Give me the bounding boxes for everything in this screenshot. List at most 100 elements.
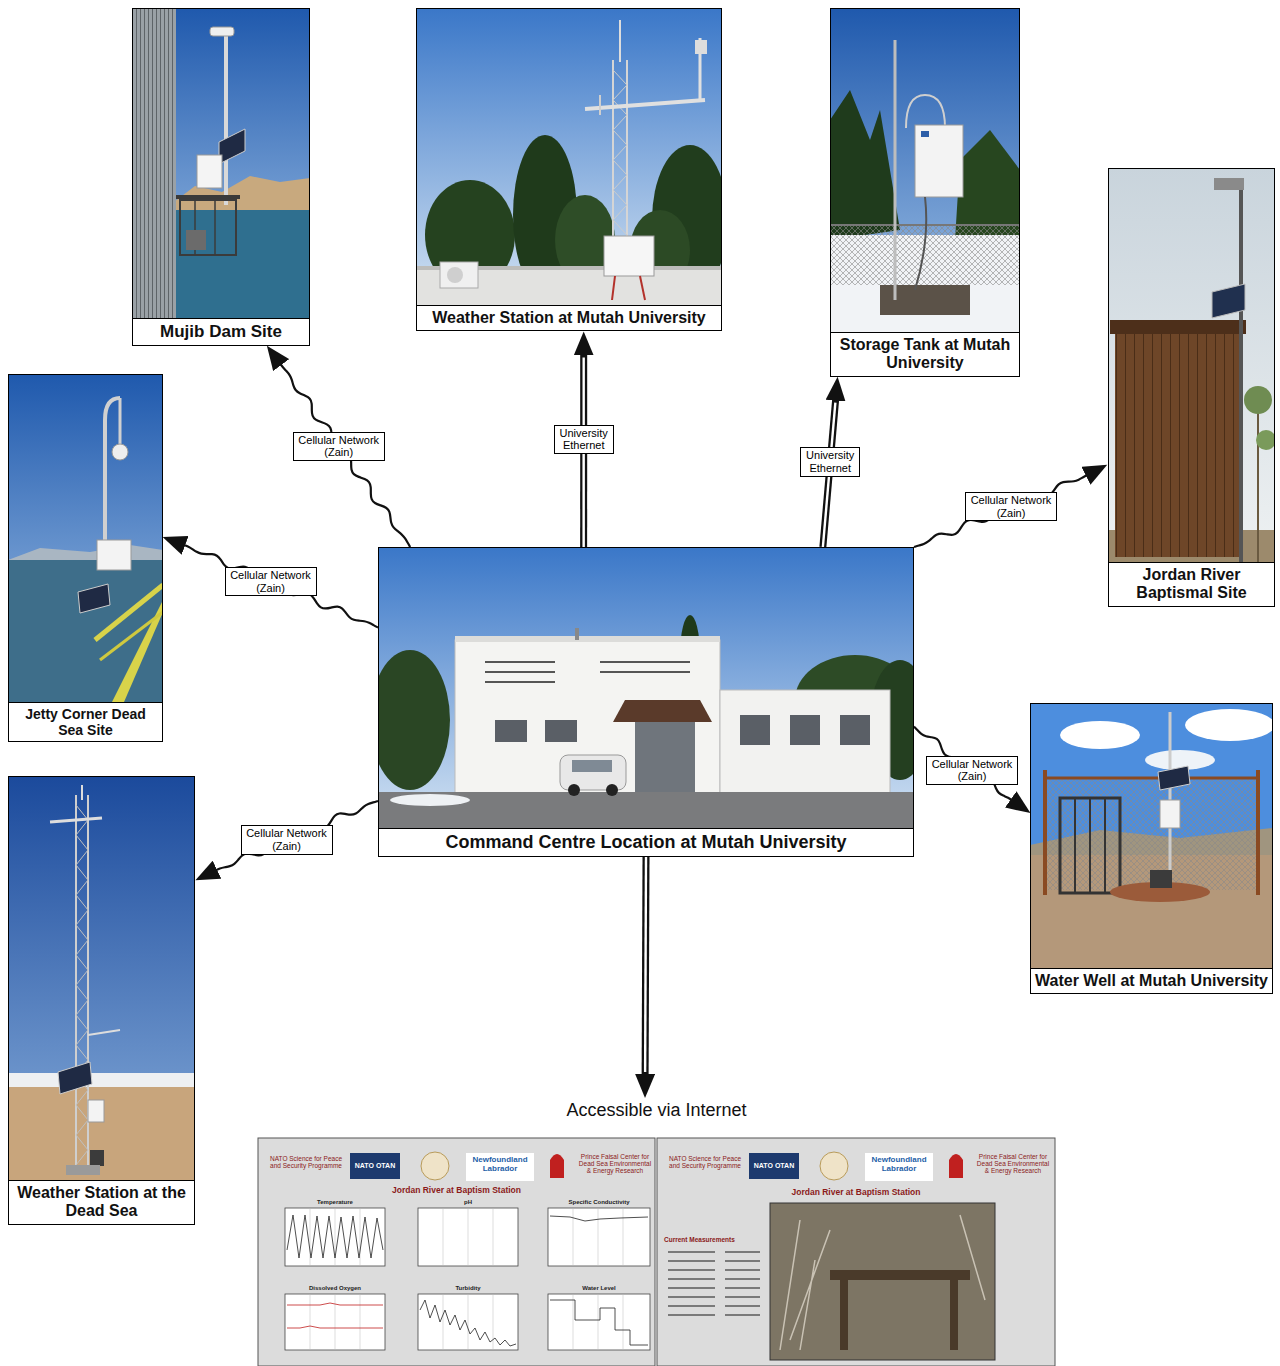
web-page-screenshot [548, 1208, 650, 1266]
command-centre-photo [575, 628, 579, 640]
photo-caption: Weather Station at the Dead Sea [9, 1180, 194, 1224]
chart-title: pH [418, 1199, 518, 1206]
page-title: Jordan River at Baptism Station [657, 1188, 1055, 1197]
weather-station-photo [619, 20, 621, 62]
web-page-screenshot [550, 1154, 564, 1178]
web-page-screenshot [949, 1154, 963, 1178]
connector-label: University Ethernet [554, 425, 614, 454]
jetty-photo [8, 374, 163, 702]
logo-text: NATO OTAN [350, 1162, 400, 1170]
connector-line [642, 857, 650, 1076]
dam-photo [224, 30, 228, 205]
photo-area [133, 9, 309, 318]
command-centre-photo [560, 755, 626, 790]
connector-line [280, 363, 410, 547]
command-centre-photo [600, 671, 690, 673]
section-title: Current Measurements [664, 1236, 764, 1243]
web-page-screenshot [287, 1303, 383, 1305]
jetty-photo [112, 600, 163, 702]
logo-text: Newfoundland Labrador [466, 1156, 534, 1174]
jetty-photo [78, 584, 110, 613]
command-centre-photo [495, 720, 527, 742]
panel-heading: Accessible via Internet [258, 1098, 1055, 1138]
jetty-photo [119, 398, 122, 445]
site-photo-box: Storage Tank at Mutah University [830, 8, 1020, 377]
connector-label: University Ethernet [800, 447, 860, 476]
water-well-photo [1104, 798, 1106, 893]
command-centre-photo [606, 784, 618, 796]
baptismal-site-photo [1257, 400, 1259, 562]
chart-title: Temperature [285, 1199, 385, 1206]
photo-area [258, 1138, 1055, 1366]
cellular-link [280, 363, 410, 547]
site-photo-box: Mujib Dam Site [132, 8, 310, 346]
dam-photo [132, 8, 310, 318]
chart-title: Water Level [548, 1285, 650, 1292]
dead-sea-weather-photo [8, 776, 195, 1180]
dam-photo [132, 8, 176, 318]
photo-area [831, 9, 1019, 332]
baptismal-site-photo [1239, 178, 1243, 562]
command-centre-photo [378, 792, 914, 828]
storage-tank-photo [915, 197, 926, 290]
connector-label: Cellular Network (Zain) [225, 567, 317, 596]
web-page-screenshot [421, 1152, 449, 1180]
connector-line [215, 801, 378, 871]
logo-caption: Prince Faisal Center for Dead Sea Enviro… [576, 1153, 654, 1174]
jetty-photo [95, 585, 163, 640]
water-well-photo [1030, 703, 1273, 968]
water-well-photo [1158, 766, 1190, 790]
storage-tank-photo [830, 224, 1020, 226]
cellular-link [215, 801, 378, 871]
internet-access-panel: Accessible via Internet [258, 1098, 1055, 1366]
command-centre-photo [455, 636, 720, 642]
cellular-link [183, 545, 378, 628]
jetty-photo [112, 444, 128, 460]
storage-tank-photo [906, 95, 945, 128]
command-centre-photo [378, 547, 914, 828]
jetty-photo [8, 560, 163, 702]
dam-photo [186, 230, 206, 250]
dead-sea-weather-photo [81, 785, 83, 800]
command-centre-photo [485, 661, 555, 663]
logo-text: NATO OTAN [749, 1162, 799, 1170]
web-page-screenshot [657, 1138, 1055, 1366]
photo-area [9, 375, 162, 702]
dam-photo [219, 129, 245, 164]
page-title: Jordan River at Baptism Station [258, 1186, 655, 1195]
storage-tank-photo [830, 90, 900, 240]
dam-photo [132, 8, 310, 318]
connector-label: Cellular Network (Zain) [965, 492, 1057, 521]
site-photo-box: Jetty Corner Dead Sea Site [8, 374, 163, 742]
water-well-photo [1160, 800, 1180, 828]
web-page-screenshot [820, 1152, 848, 1180]
logo-caption: Prince Faisal Center for Dead Sea Enviro… [974, 1153, 1052, 1174]
dam-photo [170, 176, 310, 214]
cellular-link [914, 475, 1088, 547]
command-centre-photo [635, 722, 695, 792]
baptismal-site-photo [1115, 332, 1240, 557]
command-centre-photo [600, 661, 690, 663]
baptismal-site-photo [1244, 386, 1272, 414]
baptismal-site-photo [1256, 430, 1275, 450]
logo-text: Newfoundland Labrador [865, 1156, 933, 1174]
dead-sea-weather-photo [90, 1150, 104, 1166]
photo-area [9, 777, 194, 1180]
dead-sea-weather-photo [58, 1062, 92, 1094]
command-centre-photo [720, 690, 890, 795]
chart-title: Turbidity [418, 1285, 518, 1292]
baptismal-site-photo [1212, 284, 1245, 318]
web-page-screenshot [865, 1153, 933, 1181]
dead-sea-weather-photo [75, 795, 77, 1170]
command-centre-photo [455, 640, 720, 795]
web-page-screenshot [780, 1215, 985, 1350]
photo-caption: Jetty Corner Dead Sea Site [9, 702, 162, 741]
command-centre-photo [613, 700, 712, 722]
baptismal-site-photo [1110, 320, 1246, 334]
dead-sea-weather-photo [66, 1165, 100, 1175]
site-photo-box: Jordan River Baptismal Site [1108, 168, 1275, 607]
photo-caption: Command Centre Location at Mutah Univers… [379, 828, 913, 856]
photo-area [417, 9, 721, 305]
web-page-screenshot [550, 1300, 648, 1345]
water-well-photo [1030, 703, 1273, 968]
